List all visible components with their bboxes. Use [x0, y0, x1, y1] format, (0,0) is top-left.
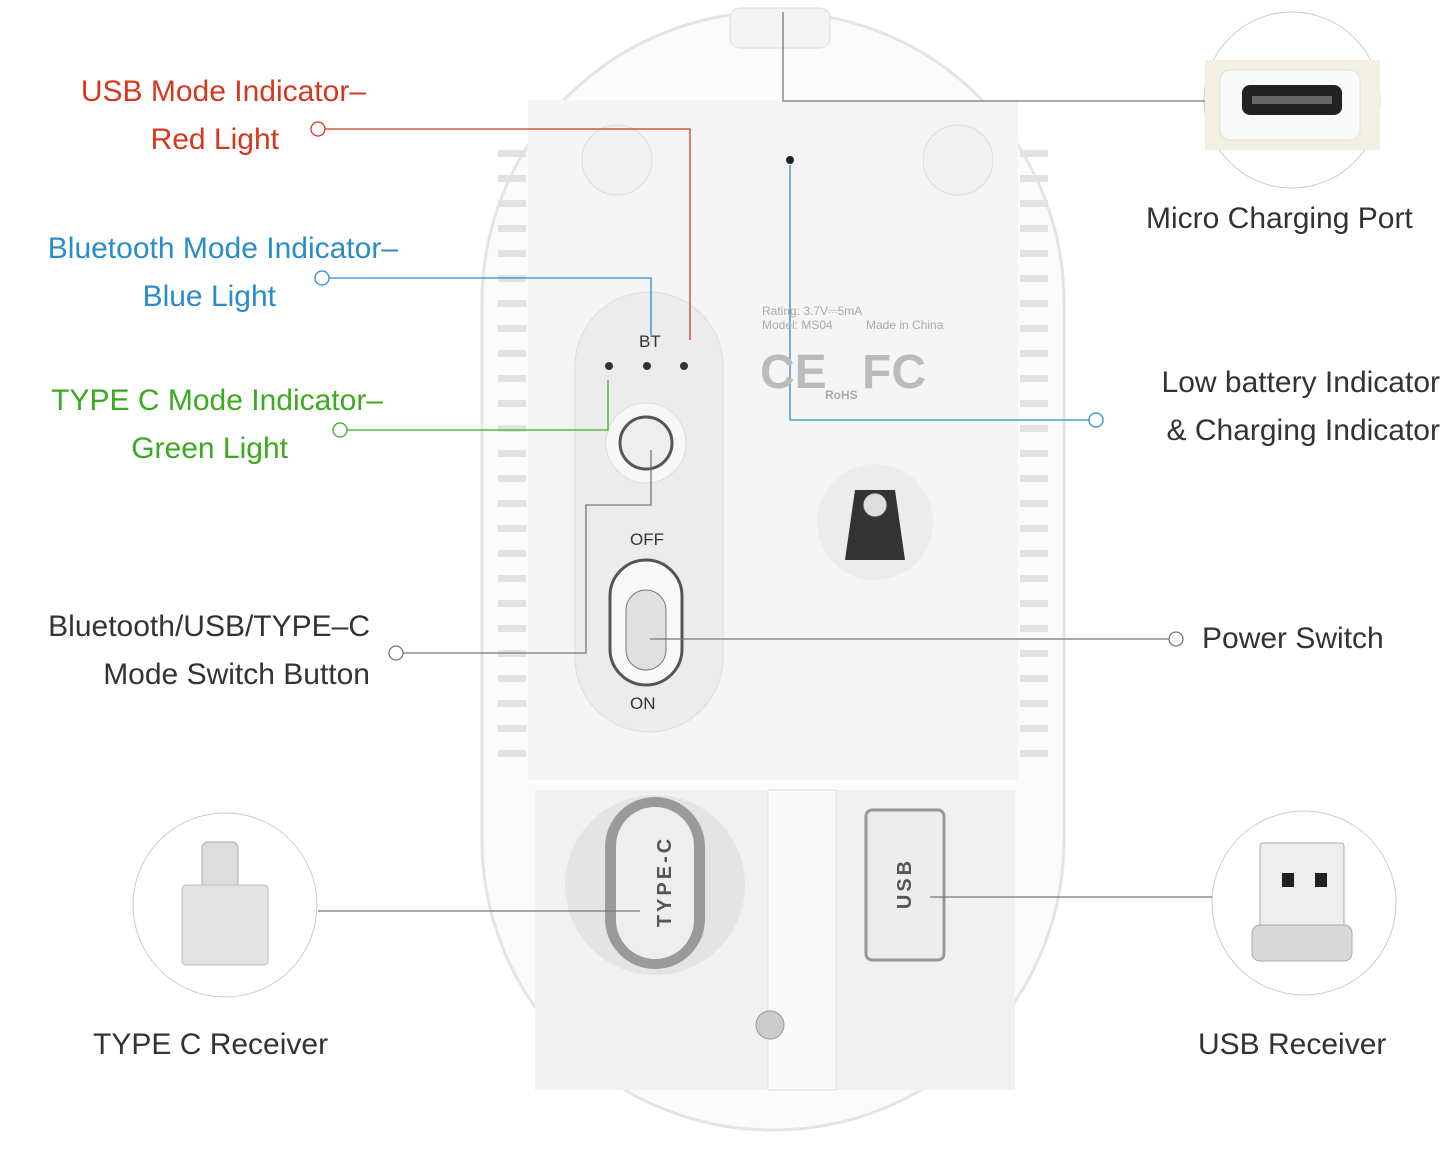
grip-ridge: [498, 400, 526, 407]
bt-indicator-label: Bluetooth Mode Indicator–Blue Light: [47, 232, 398, 313]
usb-slot: [864, 808, 946, 962]
charging-port-line: [782, 12, 1205, 102]
grip-ridge: [498, 200, 526, 207]
grip-ridge: [1020, 425, 1048, 432]
typec-receiver-label: TYPE C Receiver: [93, 1028, 329, 1061]
grip-ridge: [498, 575, 526, 582]
power-switch-label: Power Switch: [1202, 622, 1384, 655]
grip-ridge: [1020, 450, 1048, 457]
on-mark: ON: [630, 694, 656, 713]
grip-ridge: [498, 725, 526, 732]
grip-ridge: [1020, 150, 1048, 157]
grip-ridge: [498, 750, 526, 757]
battery-label: Low battery Indicator& Charging Indicato…: [1161, 366, 1440, 447]
grip-ridge: [498, 675, 526, 682]
typec-slot-label: TYPE-C: [654, 835, 677, 928]
battery-line: [789, 165, 1089, 421]
battery-led: [786, 156, 794, 164]
grip-ridge: [1020, 725, 1048, 732]
grip-ridge: [498, 475, 526, 482]
made-in-text: Made in China: [866, 318, 944, 332]
foot-pad-right: [922, 124, 994, 196]
usb-indicator-label: USB Mode Indicator–Red Light: [80, 75, 366, 156]
grip-ridge: [1020, 250, 1048, 257]
grip-ridge: [498, 500, 526, 507]
grip-ridge: [498, 450, 526, 457]
grip-ridge: [1020, 700, 1048, 707]
grip-ridge: [498, 225, 526, 232]
grip-ridge: [1020, 200, 1048, 207]
grip-ridge: [498, 300, 526, 307]
charging-port-label: Micro Charging Port: [1146, 202, 1413, 235]
grip-ridge: [1020, 650, 1048, 657]
grip-ridge: [1020, 675, 1048, 682]
grip-ridge: [498, 325, 526, 332]
foot-pad-left: [581, 124, 653, 196]
usb-slot-label: USB: [894, 857, 917, 910]
grip-ridge: [1020, 400, 1048, 407]
grip-ridge: [1020, 375, 1048, 382]
grip-ridge: [1020, 350, 1048, 357]
typec-indicator-label: TYPE C Mode Indicator–Green Light: [51, 384, 383, 465]
grip-ridge: [1020, 625, 1048, 632]
grip-ridge: [1020, 275, 1048, 282]
bt-indicator-line: [329, 277, 652, 335]
grip-ridge: [1020, 175, 1048, 182]
mode-switch-line: [403, 450, 652, 654]
grip-ridge: [498, 425, 526, 432]
grip-ridge: [498, 350, 526, 357]
grip-ridge: [498, 250, 526, 257]
model-text: Model: MS04: [762, 318, 833, 332]
bt-mark: BT: [639, 332, 661, 351]
grip-ridge: [498, 625, 526, 632]
grip-ridge: [498, 175, 526, 182]
grip-ridge: [1020, 300, 1048, 307]
grip-ridge: [1020, 550, 1048, 557]
optical-sensor: [845, 490, 905, 560]
grip-ridge: [1020, 225, 1048, 232]
grip-ridge: [1020, 750, 1048, 757]
grip-ridge: [1020, 575, 1048, 582]
mode-button: [618, 415, 674, 471]
grip-ridge: [498, 700, 526, 707]
grip-ridge: [1020, 325, 1048, 332]
rating-text: Rating: 3.7V⎓5mA: [762, 304, 863, 318]
grip-ridge: [498, 375, 526, 382]
grip-ridge: [498, 525, 526, 532]
usb-receiver-label: USB Receiver: [1198, 1028, 1387, 1061]
off-mark: OFF: [630, 530, 664, 549]
grip-ridge: [1020, 600, 1048, 607]
typec-indicator-line: [347, 380, 609, 431]
grip-ridge: [1020, 475, 1048, 482]
grip-ridge: [1020, 500, 1048, 507]
grip-ridges: document.write(''): [498, 150, 1048, 757]
charging-port-tab: [729, 7, 831, 49]
rohs-mark: RoHS: [825, 388, 858, 402]
grip-ridge: [498, 600, 526, 607]
ce-mark: CE: [760, 346, 827, 399]
usb-indicator-line: [325, 128, 691, 340]
grip-ridge: [498, 150, 526, 157]
grip-ridge: [498, 550, 526, 557]
grip-ridge: [1020, 525, 1048, 532]
fcc-mark: FC: [862, 346, 926, 399]
